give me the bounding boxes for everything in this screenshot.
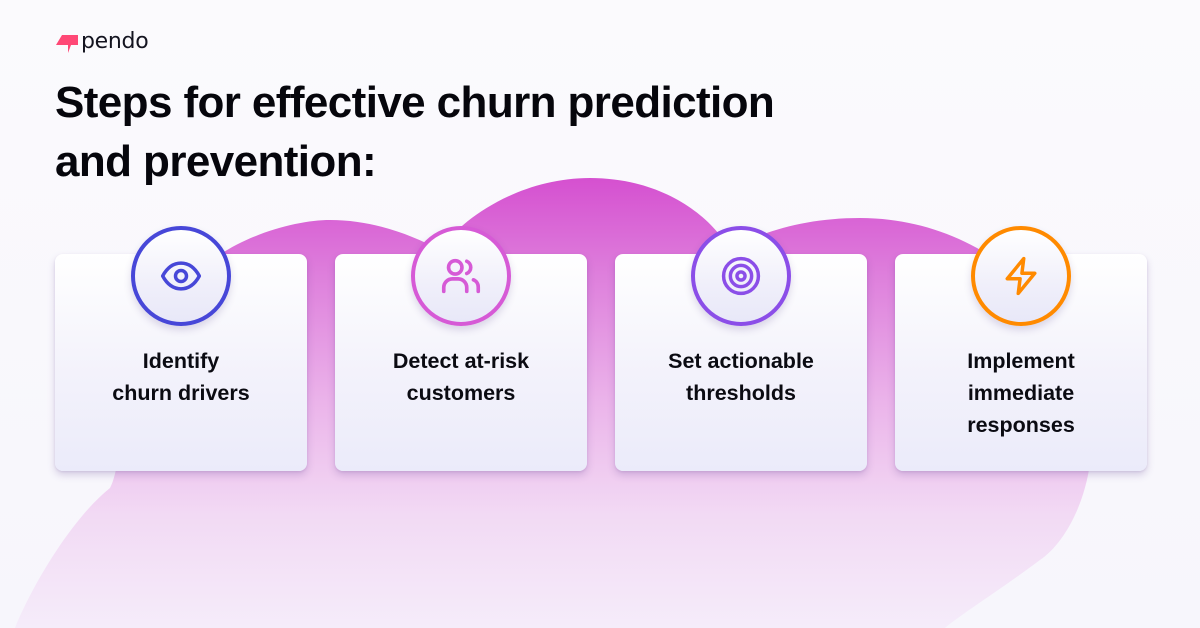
target-badge <box>691 226 791 326</box>
step-label: Identify churn drivers <box>55 345 307 409</box>
step-label: Implement immediate responses <box>895 345 1147 441</box>
logo-wordmark: pendo <box>81 29 149 54</box>
target-icon <box>721 256 761 296</box>
step-card-identify: Identify churn drivers <box>55 254 307 471</box>
step-label-line: customers <box>406 381 516 405</box>
lightning-icon <box>1005 256 1037 296</box>
step-label-line: thresholds <box>686 381 796 405</box>
step-label: Set actionable thresholds <box>615 345 867 409</box>
title-line-2: and prevention: <box>55 137 377 186</box>
users-icon <box>441 258 481 294</box>
step-label-line: Implement <box>967 349 1075 373</box>
lightning-badge <box>971 226 1071 326</box>
pendo-logo: pendo <box>56 29 149 57</box>
eye-icon <box>160 261 202 291</box>
step-card-implement: Implement immediate responses <box>895 254 1147 471</box>
step-label-line: Set actionable <box>668 349 814 373</box>
step-label-line: immediate <box>967 381 1075 405</box>
step-label-line: churn drivers <box>112 381 250 405</box>
step-label-line: Identify <box>142 349 220 373</box>
page-title: Steps for effective churn prediction and… <box>55 73 955 191</box>
pendo-mark-icon <box>56 35 78 53</box>
eye-badge <box>131 226 231 326</box>
title-line-1: Steps for effective churn prediction <box>55 78 775 127</box>
users-badge <box>411 226 511 326</box>
step-label-line: responses <box>967 413 1075 437</box>
step-label: Detect at-risk customers <box>335 345 587 409</box>
step-label-line: Detect at-risk <box>392 349 530 373</box>
